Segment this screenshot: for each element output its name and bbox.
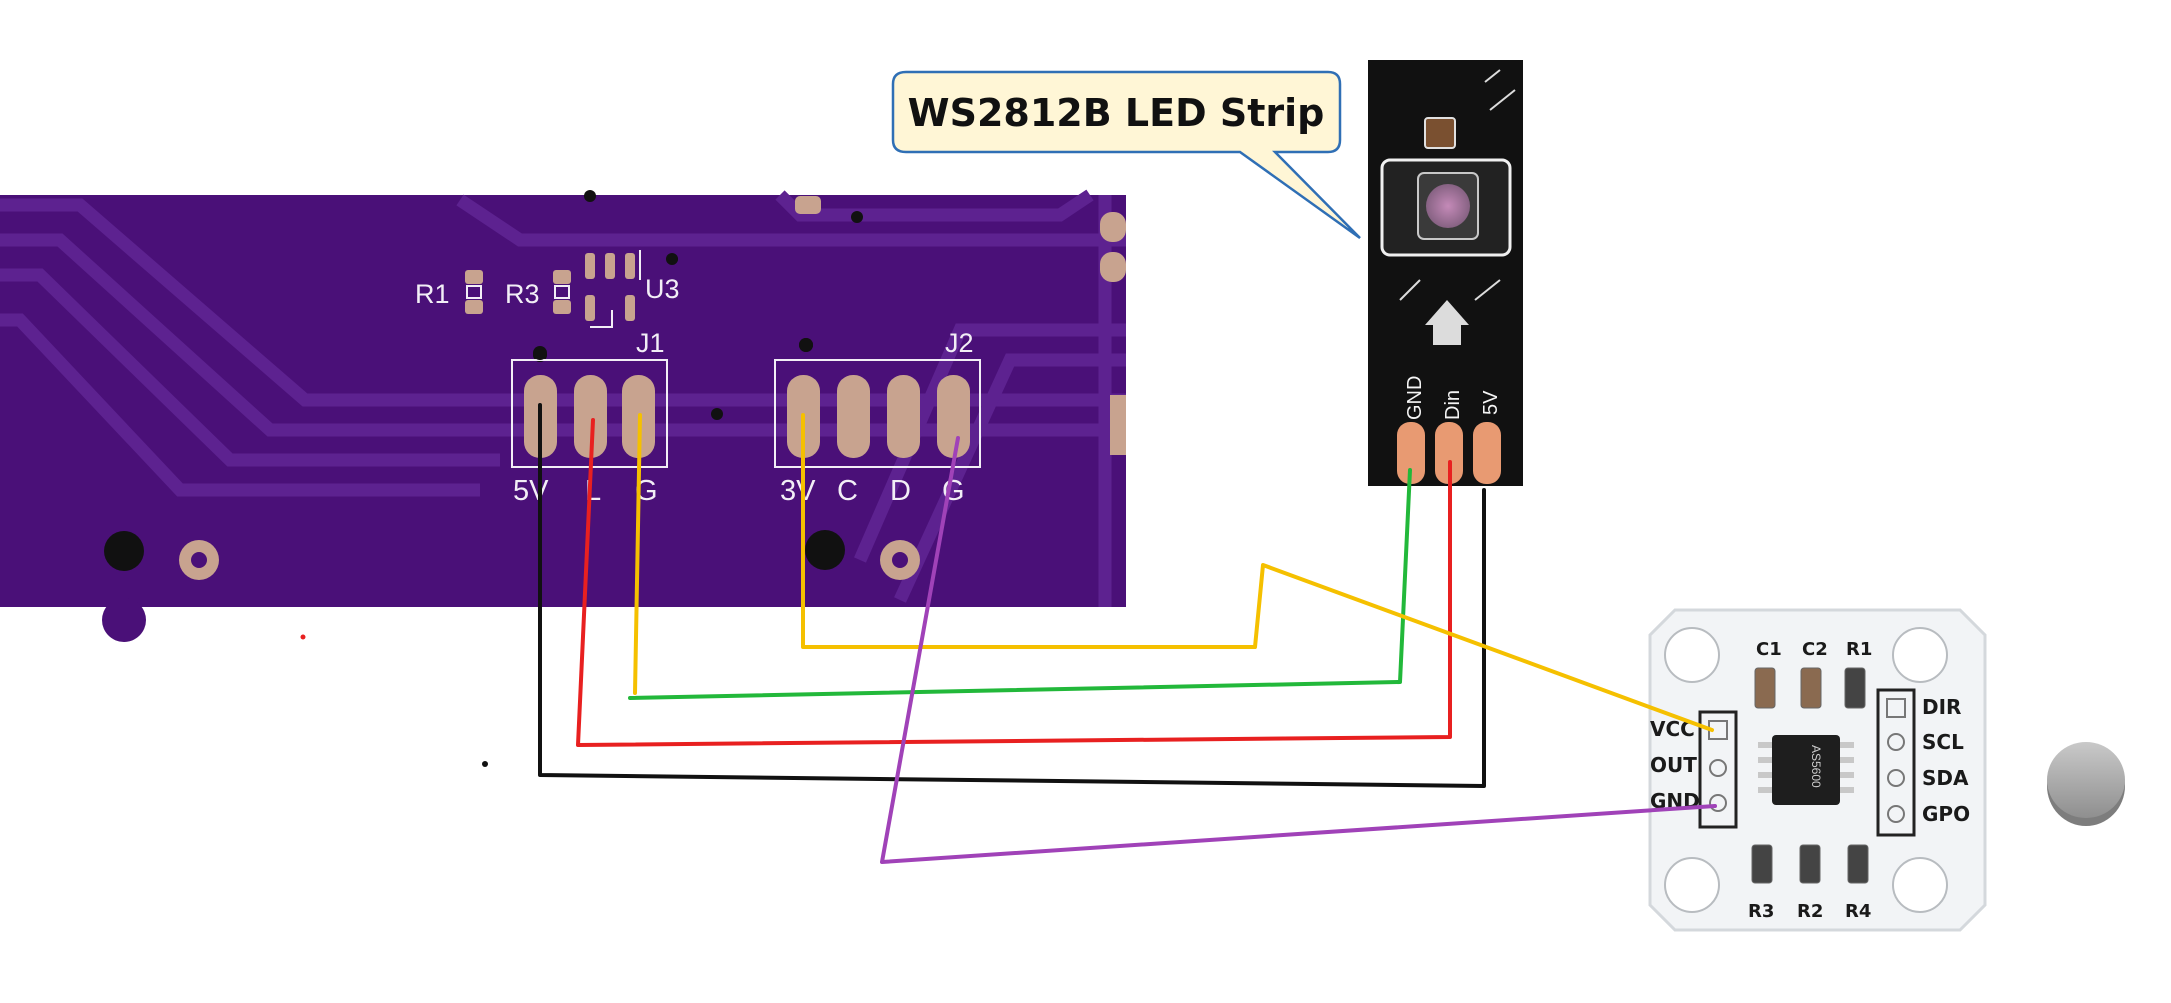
led-lens [1426,184,1470,228]
part-label-r2: R2 [1797,901,1823,922]
j1-pin-label-5v: 5V [513,475,549,507]
ic-u3-footprint [585,250,678,328]
pcb-board: R1 R3 U3 J1 5V L G J2 3V C D G [0,189,1126,642]
j2-pin-label-3v: 3V [780,475,816,507]
silk-label-r3: R3 [505,279,540,309]
part-r4 [1847,844,1869,884]
module-mount-hole [1664,627,1720,683]
j2-pin-label-d: D [890,475,911,507]
strip-pad-5v [1473,422,1501,484]
part-label-r4: R4 [1845,901,1871,922]
j2-pad-d [887,375,920,458]
part-r2 [1799,844,1821,884]
pin-label-dir: DIR [1922,695,1961,719]
left-pin-gnd [1709,794,1727,812]
pin-label-sda: SDA [1922,766,1969,790]
part-r1 [1844,667,1866,709]
part-r3 [1751,844,1773,884]
strip-pin-label-gnd: GND [1404,376,1426,420]
part-c2 [1800,667,1822,709]
edge-pad [1100,212,1126,242]
edge-pad [1110,395,1126,455]
module-mount-hole [1892,857,1948,913]
as5600-module: C1 C2 R1 AS5600 VCC OUT GND DIR SCL [1648,608,1987,932]
via [584,190,596,202]
j2-pad-g [937,375,970,458]
round-magnet-icon [2047,742,2125,826]
strip-pad-din [1435,422,1463,484]
right-pin-scl [1887,733,1905,751]
pin-label-scl: SCL [1922,730,1964,754]
silk-label-u3: U3 [645,274,680,304]
part-label-c1: C1 [1756,639,1782,660]
left-pin-header [1698,710,1738,829]
part-label-r1: R1 [1846,639,1872,660]
wire-yellow-3v [801,413,1714,732]
smd-pad [795,196,821,214]
part-c1 [1754,667,1776,709]
stray-dot [300,634,306,640]
right-pin-gpo [1887,805,1905,823]
right-pin-dir [1886,698,1906,718]
module-mount-hole [1664,857,1720,913]
capacitor [1424,117,1456,149]
left-pin-out [1709,759,1727,777]
via [851,211,863,223]
strip-pad-gnd [1397,422,1425,484]
part-label-r3: R3 [1748,901,1774,922]
part-label-c2: C2 [1802,639,1828,660]
wire-purple [880,436,1717,864]
j1-pad-l [574,375,607,458]
wire-black [538,403,1486,788]
silk-label-j2: J2 [945,328,974,358]
mounting-hole [102,530,920,642]
callout-label: WS2812B LED Strip [908,91,1325,135]
right-pin-sda [1887,769,1905,787]
silk-label-r1: R1 [415,279,450,309]
direction-arrow-icon [1425,300,1469,345]
strip-pin-label-din: Din [1442,390,1464,420]
resistor-r3-footprint [553,270,571,314]
callout-bubble: WS2812B LED Strip [891,70,1361,240]
resistor-r1-footprint [465,270,483,314]
pin-label-gpo: GPO [1922,802,1970,826]
stray-dot [482,761,488,767]
wire-yellow-j1 [633,413,642,695]
wire-green [628,468,1412,700]
via [711,408,723,420]
as5600-chip: AS5600 [1758,735,1854,805]
led-strip: GND Din 5V [1368,60,1523,486]
j2-pin-label-c: C [837,475,858,507]
wire-red [576,418,1452,747]
strip-pin-label-5v: 5V [1480,390,1502,415]
j2-pad-c [837,375,870,458]
module-mount-hole [1892,627,1948,683]
pin-label-out: OUT [1650,753,1697,777]
edge-pad [1100,252,1126,282]
chip-marking: AS5600 [1809,745,1823,788]
silk-label-j1: J1 [636,328,665,358]
right-pin-header [1876,688,1916,837]
